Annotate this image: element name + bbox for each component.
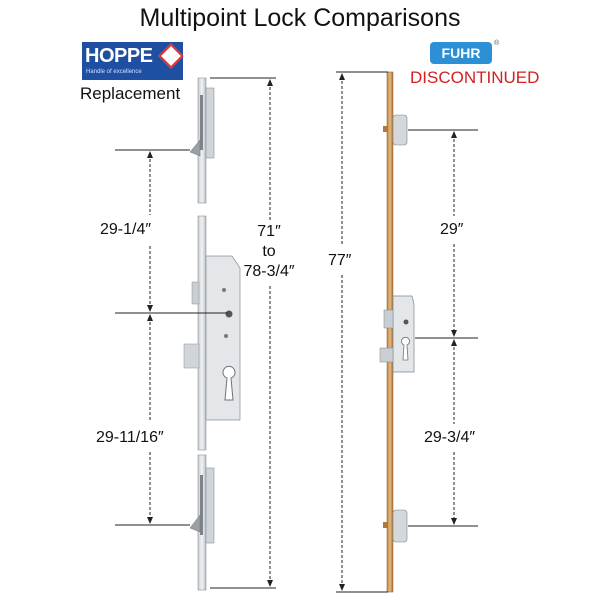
hoppe-height-max: 78-3/4″ <box>243 263 295 280</box>
fuhr-cylinder-cutout-icon <box>401 336 410 361</box>
page-title: Multipoint Lock Comparisons <box>139 4 461 32</box>
hoppe-height-min: 71″ <box>257 223 281 240</box>
hoppe-logo-text: HOPPE <box>85 45 153 67</box>
hoppe-dimension-lines <box>115 77 276 589</box>
hoppe-deadbolt <box>183 343 200 369</box>
fuhr-lower-spacing-label: 29-3/4″ <box>424 429 476 446</box>
hoppe-height-label: 71″ to 78-3/4″ <box>238 222 300 282</box>
hoppe-latch <box>191 281 200 305</box>
fuhr-dimension-arrows <box>339 73 457 591</box>
hoppe-lower-spacing-label: 29-11/16″ <box>96 429 164 446</box>
hoppe-bottom-hook-icon <box>189 514 201 533</box>
hoppe-spindle-hole <box>225 310 233 318</box>
fuhr-dimension-lines <box>336 71 478 593</box>
fuhr-logo-text: FUHR <box>441 45 481 61</box>
hoppe-top-hook-icon <box>189 139 201 157</box>
hoppe-height-to: to <box>262 243 276 260</box>
hoppe-cylinder-cutout-icon <box>222 365 236 401</box>
fuhr-top-bolt <box>392 114 408 146</box>
fuhr-total-height-label: 77″ <box>328 252 352 269</box>
hoppe-top-segment <box>189 77 215 204</box>
hoppe-gearbox-segment <box>183 215 241 451</box>
hoppe-logo: HOPPE Handle of excellence <box>82 42 184 80</box>
fuhr-gearbox <box>392 295 415 373</box>
hoppe-upper-spacing-label: 29-1/4″ <box>100 221 152 238</box>
registered-mark: ® <box>494 40 500 47</box>
fuhr-faceplate <box>379 71 415 593</box>
fuhr-bottom-bolt <box>392 509 408 543</box>
fuhr-upper-spacing-label: 29″ <box>440 221 464 238</box>
hoppe-status-label: Replacement <box>80 84 181 103</box>
hoppe-bottom-segment <box>189 454 215 591</box>
fuhr-logo: FUHR <box>430 42 492 64</box>
fuhr-status-label: DISCONTINUED <box>410 68 540 87</box>
hoppe-tagline: Handle of excellence <box>86 69 142 75</box>
hoppe-dimension-arrows <box>147 79 273 587</box>
